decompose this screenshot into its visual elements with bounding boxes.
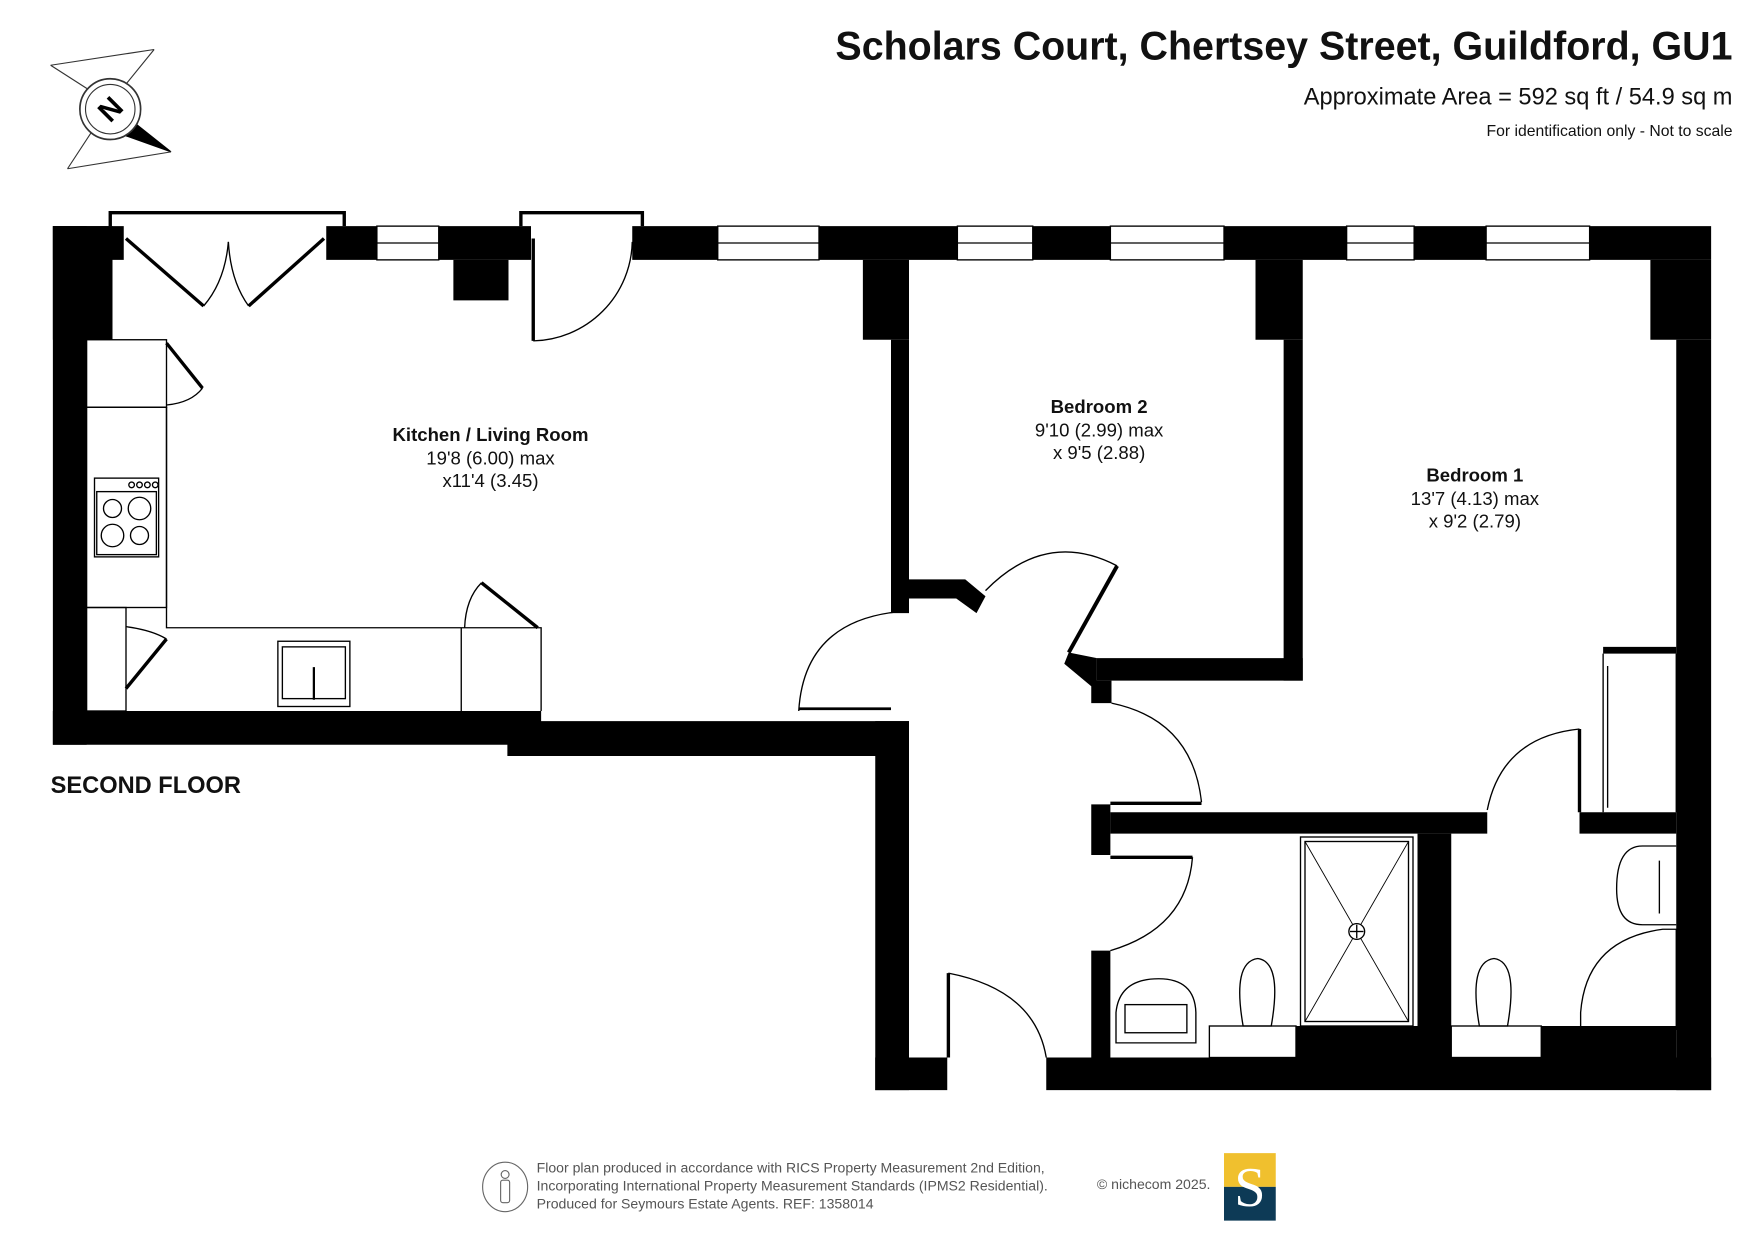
approximate-area: Approximate Area = 592 sq ft / 54.9 sq m	[1303, 84, 1733, 111]
room-name: Bedroom 2	[1050, 397, 1148, 418]
room-dimension: 13'7 (4.13) max	[1410, 488, 1540, 510]
room-label-kitchen-living: Kitchen / Living Room 19'8 (6.00) max x1…	[393, 424, 589, 493]
room-dimension: x 9'2 (2.79)	[1428, 511, 1522, 533]
compass-north-icon	[50, 48, 172, 170]
room-dimension: x 9'5 (2.88)	[1052, 443, 1146, 464]
footer-text: Floor plan produced in accordance with R…	[537, 1159, 1048, 1213]
footer-line: Produced for Seymours Estate Agents. REF…	[536, 1195, 874, 1212]
footer-line: Incorporating International Property Mea…	[536, 1177, 1048, 1194]
room-name: Kitchen / Living Room	[392, 425, 589, 446]
floor-label: SECOND FLOOR	[50, 772, 241, 799]
footer-line: Floor plan produced in accordance with R…	[536, 1159, 1045, 1176]
room-label-bedroom-1: Bedroom 1 13'7 (4.13) max x 9'2 (2.79)	[1411, 465, 1539, 534]
walls	[52, 226, 1712, 1091]
windows-and-fixtures	[85, 210, 1677, 1059]
room-name: Bedroom 1	[1426, 465, 1524, 486]
copyright: © nichecom 2025.	[1096, 1176, 1211, 1193]
room-dimension: 19'8 (6.00) max	[426, 448, 555, 469]
room-label-bedroom-2: Bedroom 2 9'10 (2.99) max x 9'5 (2.88)	[1035, 396, 1163, 465]
logo-letter: S	[1234, 1155, 1266, 1219]
room-dimension: 9'10 (2.99) max	[1034, 420, 1164, 441]
room-dimension: x11'4 (3.45)	[442, 471, 539, 492]
disclaimer: For identification only - Not to scale	[1486, 121, 1733, 140]
seymours-logo: S	[1224, 1153, 1276, 1221]
person-icon	[482, 1161, 529, 1213]
property-title: Scholars Court, Chertsey Street, Guildfo…	[835, 24, 1733, 69]
